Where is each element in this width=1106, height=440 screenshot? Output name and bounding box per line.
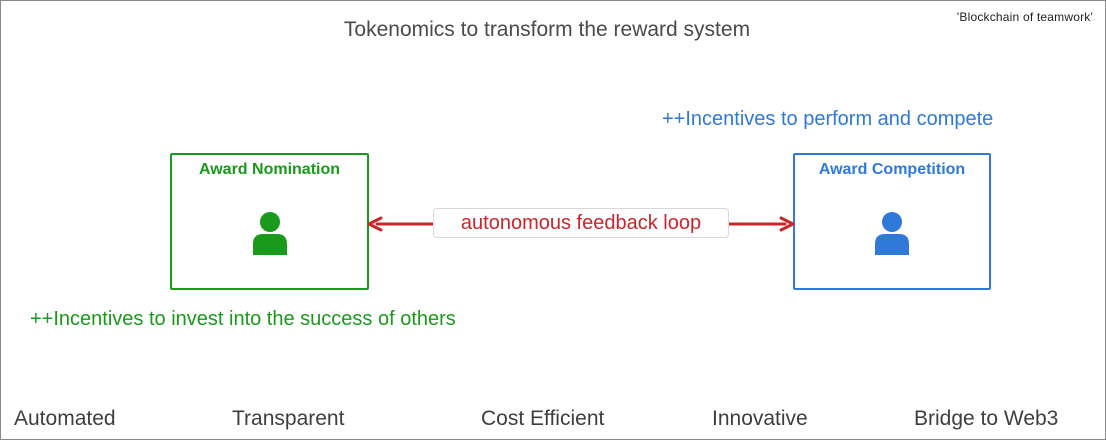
award-nomination-box: Award Nomination — [170, 153, 369, 290]
feature-transparent: Transparent — [232, 407, 345, 430]
corner-note: 'Blockchain of teamwork' — [956, 10, 1093, 24]
feature-row: Automated Transparent Cost Efficient Inn… — [1, 407, 1105, 435]
feature-cost-efficient: Cost Efficient — [481, 407, 605, 430]
person-icon — [875, 212, 909, 255]
feature-bridge-to-web3: Bridge to Web3 — [914, 407, 1059, 430]
award-competition-box: Award Competition — [793, 153, 991, 290]
nomination-incentive: ++Incentives to invest into the success … — [30, 308, 456, 330]
feature-innovative: Innovative — [712, 407, 808, 430]
person-icon — [252, 212, 287, 255]
award-competition-title: Award Competition — [818, 161, 966, 178]
award-nomination-title: Award Nomination — [198, 161, 341, 178]
feedback-loop-label: autonomous feedback loop — [433, 208, 729, 238]
diagram-title: Tokenomics to transform the reward syste… — [343, 18, 751, 41]
feature-automated: Automated — [14, 407, 116, 430]
competition-incentive: ++Incentives to perform and compete — [662, 108, 994, 130]
